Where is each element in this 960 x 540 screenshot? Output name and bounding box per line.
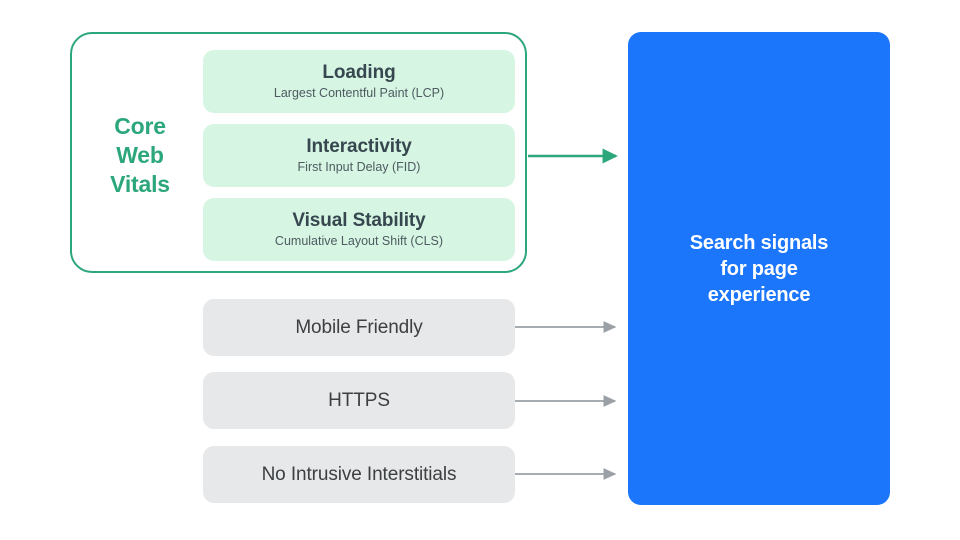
- vital-title: Loading: [322, 62, 396, 83]
- signal-card-mobile-friendly[interactable]: Mobile Friendly: [203, 299, 515, 356]
- signal-card-no-intrusive-interstitials[interactable]: No Intrusive Interstitials: [203, 446, 515, 503]
- vital-card-visual-stability[interactable]: Visual Stability Cumulative Layout Shift…: [203, 198, 515, 261]
- vital-subtitle: Cumulative Layout Shift (CLS): [274, 234, 444, 248]
- signal-label: HTTPS: [328, 389, 390, 411]
- core-web-vitals-label: Core Web Vitals: [90, 112, 190, 199]
- vital-title: Interactivity: [306, 136, 412, 157]
- search-signals-outcome-box[interactable]: Search signals for page experience: [628, 32, 890, 505]
- core-web-vitals-label-line-1: Core: [114, 113, 166, 139]
- vital-subtitle: Largest Contentful Paint (LCP): [273, 86, 445, 100]
- signal-card-https[interactable]: HTTPS: [203, 372, 515, 429]
- vital-subtitle: First Input Delay (FID): [297, 160, 421, 174]
- core-web-vitals-label-line-2: Web: [116, 142, 164, 168]
- outcome-label: Search signals for page experience: [689, 231, 829, 306]
- vital-card-interactivity[interactable]: Interactivity First Input Delay (FID): [203, 124, 515, 187]
- core-web-vitals-label-line-3: Vitals: [110, 171, 170, 197]
- vital-card-loading[interactable]: Loading Largest Contentful Paint (LCP): [203, 50, 515, 113]
- signal-label: Mobile Friendly: [295, 316, 423, 338]
- vital-title: Visual Stability: [292, 210, 426, 231]
- signal-label: No Intrusive Interstitials: [261, 463, 457, 485]
